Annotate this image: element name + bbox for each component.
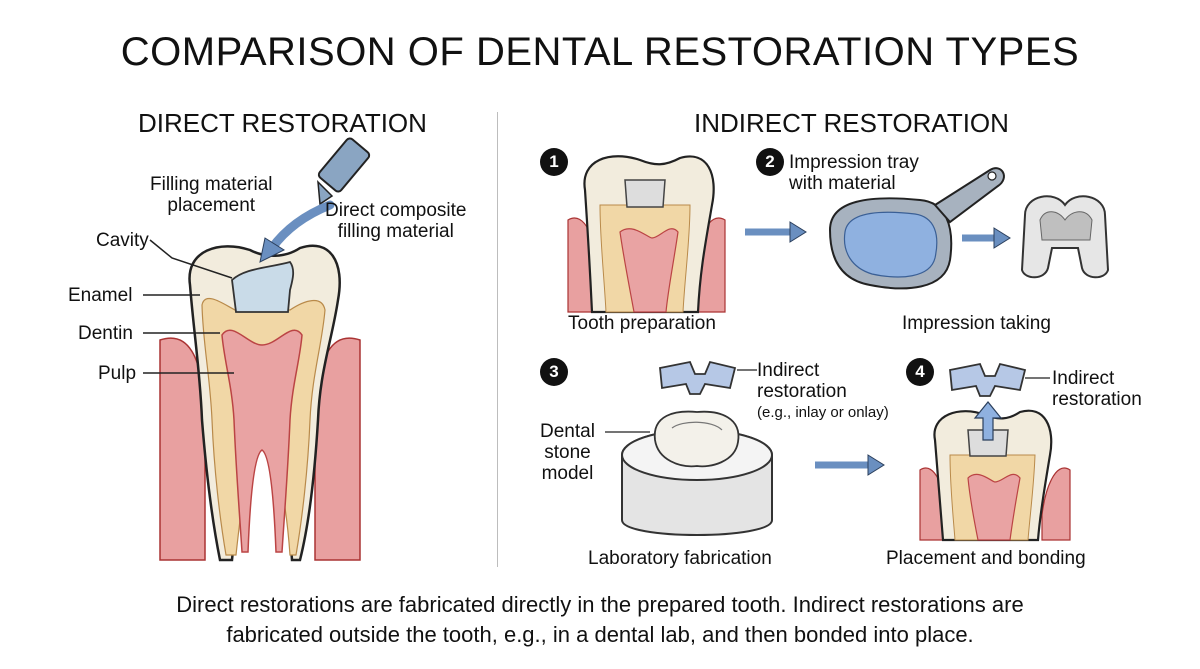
step4-indirect-restoration-label: Indirect restoration [1052,368,1142,410]
composite-filling [231,260,295,313]
direct-leader-lines [143,239,234,374]
indirect-leader-lines [605,369,1050,433]
flow-arrows [745,221,1011,476]
direct-restoration-heading: DIRECT RESTORATION [138,108,427,138]
impression-mold-illustration [1020,195,1110,279]
dentin-label: Dentin [78,323,133,344]
step3-caption: Laboratory fabrication [588,548,772,569]
impression-tray-label: Impression tray with material [789,152,919,194]
dental-stone-model-label: Dental stone model [540,421,595,484]
placement-arrow [267,200,335,253]
cavity-label: Cavity [96,230,149,251]
stone-model-illustration [621,410,773,536]
step4-caption: Placement and bonding [886,548,1086,569]
large-tooth-illustration [159,137,371,562]
step-number-1: 1 [540,148,568,176]
step2-caption: Impression taking [902,313,1051,334]
step-number-3: 3 [540,358,568,386]
indirect-restoration-heading: INDIRECT RESTORATION [694,108,1009,138]
enamel-label: Enamel [68,285,133,306]
footer-caption: Direct restorations are fabricated direc… [176,592,1024,647]
step1-tooth-preparation-illustration [567,155,726,314]
syringe-icon [317,137,371,206]
step1-caption: Tooth preparation [568,313,716,334]
step3-indirect-restoration-label: Indirect restoration (e.g., inlay or onl… [757,360,889,421]
pulp-label: Pulp [98,363,137,384]
tooth-pulp [221,329,303,553]
section-divider [497,112,498,567]
step4-placement-illustration [919,362,1071,542]
impression-tray-illustration [828,167,1005,290]
composite-material-label: Direct composite filling material [325,200,467,242]
page-title: COMPARISON OF DENTAL RESTORATION TYPES [120,30,1080,74]
inlay-piece-step3 [659,360,737,395]
step-number-2: 2 [756,148,784,176]
filling-placement-label: Filling material placement [150,174,273,216]
step-number-4: 4 [906,358,934,386]
